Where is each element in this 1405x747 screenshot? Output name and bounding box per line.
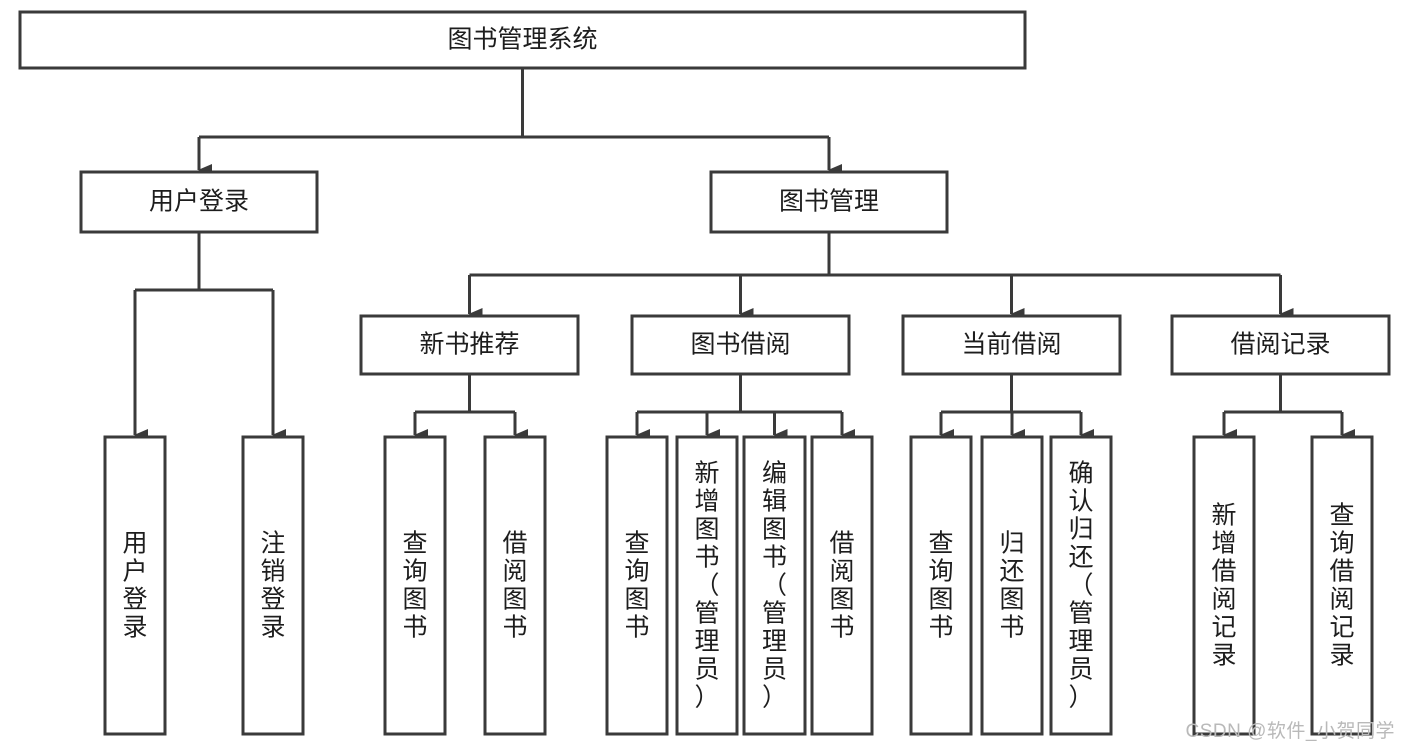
connector-layer xyxy=(133,68,1355,441)
node-user-login[interactable]: 用户登录 xyxy=(79,170,319,234)
node-label-leaf-confirm-return-admin: 确认归还（管理员） xyxy=(1068,460,1093,712)
node-layer: 图书管理系统用户登录图书管理新书推荐图书借阅当前借阅借阅记录用户登录注销登录查询… xyxy=(18,10,1391,736)
node-label-leaf-query-borrow-record: 查询借阅记录 xyxy=(1329,502,1354,670)
node-label-borrow-record: 借阅记录 xyxy=(1230,331,1330,359)
node-book-borrow[interactable]: 图书借阅 xyxy=(630,314,851,376)
node-label-leaf-user-login: 用户登录 xyxy=(122,530,147,642)
node-box-leaf-query-book-rec xyxy=(383,435,447,736)
node-leaf-query-book-borrow[interactable]: 查询图书 xyxy=(605,435,669,736)
node-leaf-user-login[interactable]: 用户登录 xyxy=(103,435,167,736)
node-box-book-borrow xyxy=(630,314,851,376)
node-box-leaf-query-book-borrow xyxy=(605,435,669,736)
node-label-leaf-add-book-admin: 新增图书（管理员） xyxy=(694,460,719,712)
node-leaf-edit-book-admin[interactable]: 编辑图书（管理员） xyxy=(742,435,807,736)
node-leaf-query-book-current[interactable]: 查询图书 xyxy=(909,435,973,736)
node-box-leaf-edit-book-admin xyxy=(742,435,807,736)
node-leaf-confirm-return-admin[interactable]: 确认归还（管理员） xyxy=(1049,435,1113,736)
node-root[interactable]: 图书管理系统 xyxy=(18,10,1027,70)
node-label-book-borrow: 图书借阅 xyxy=(690,331,790,359)
node-label-leaf-query-book-rec: 查询图书 xyxy=(402,530,427,642)
node-leaf-borrow-book[interactable]: 借阅图书 xyxy=(810,435,874,736)
node-leaf-query-book-rec[interactable]: 查询图书 xyxy=(383,435,447,736)
node-box-leaf-borrow-book-rec xyxy=(483,435,547,736)
node-box-leaf-user-logout xyxy=(241,435,305,736)
node-box-book-manage xyxy=(709,170,949,234)
node-label-leaf-query-book-borrow: 查询图书 xyxy=(624,530,649,642)
node-label-leaf-add-borrow-record: 新增借阅记录 xyxy=(1211,502,1236,670)
node-leaf-return-book[interactable]: 归还图书 xyxy=(980,435,1044,736)
node-label-leaf-borrow-book-rec: 借阅图书 xyxy=(502,530,527,642)
node-box-leaf-query-book-current xyxy=(909,435,973,736)
node-label-leaf-query-book-current: 查询图书 xyxy=(928,530,953,642)
node-box-leaf-user-login xyxy=(103,435,167,736)
node-leaf-add-book-admin[interactable]: 新增图书（管理员） xyxy=(675,435,739,736)
node-leaf-add-borrow-record[interactable]: 新增借阅记录 xyxy=(1192,435,1256,736)
node-box-new-book-recommend xyxy=(359,314,580,376)
node-label-leaf-borrow-book: 借阅图书 xyxy=(829,530,854,642)
node-new-book-recommend[interactable]: 新书推荐 xyxy=(359,314,580,376)
node-box-leaf-add-borrow-record xyxy=(1192,435,1256,736)
node-label-root: 图书管理系统 xyxy=(447,26,597,54)
node-label-new-book-recommend: 新书推荐 xyxy=(419,331,519,359)
node-label-leaf-return-book: 归还图书 xyxy=(999,530,1024,642)
node-box-leaf-borrow-book xyxy=(810,435,874,736)
node-box-leaf-query-borrow-record xyxy=(1310,435,1374,736)
node-leaf-query-borrow-record[interactable]: 查询借阅记录 xyxy=(1310,435,1374,736)
node-leaf-user-logout[interactable]: 注销登录 xyxy=(241,435,305,736)
node-box-user-login xyxy=(79,170,319,234)
node-box-root xyxy=(18,10,1027,70)
node-label-leaf-user-logout: 注销登录 xyxy=(260,530,285,642)
node-borrow-record[interactable]: 借阅记录 xyxy=(1170,314,1391,376)
node-box-current-borrow xyxy=(901,314,1122,376)
node-box-leaf-confirm-return-admin xyxy=(1049,435,1113,736)
node-label-leaf-edit-book-admin: 编辑图书（管理员） xyxy=(762,460,787,712)
node-box-leaf-add-book-admin xyxy=(675,435,739,736)
node-label-user-login: 用户登录 xyxy=(149,188,249,216)
watermark-text: CSDN @软件_小贺同学 xyxy=(1185,721,1395,742)
node-label-book-manage: 图书管理 xyxy=(779,188,879,216)
node-label-current-borrow: 当前借阅 xyxy=(961,331,1061,359)
node-leaf-borrow-book-rec[interactable]: 借阅图书 xyxy=(483,435,547,736)
node-box-leaf-return-book xyxy=(980,435,1044,736)
node-book-manage[interactable]: 图书管理 xyxy=(709,170,949,234)
node-current-borrow[interactable]: 当前借阅 xyxy=(901,314,1122,376)
node-box-borrow-record xyxy=(1170,314,1391,376)
